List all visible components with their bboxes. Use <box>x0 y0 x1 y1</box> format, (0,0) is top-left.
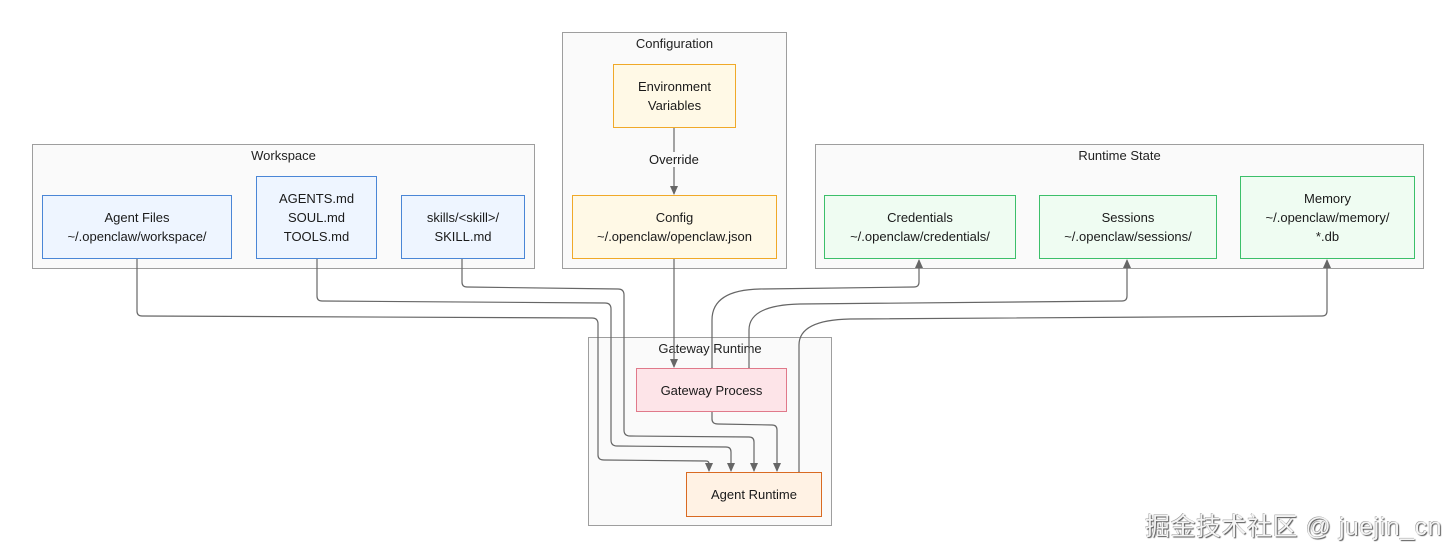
watermark: 掘金技术社区 @ juejin_cn <box>1145 513 1442 541</box>
group-title-gateway-runtime: Gateway Runtime <box>658 341 762 356</box>
node-text: *.db <box>1315 229 1340 244</box>
node-text: TOOLS.md <box>283 229 350 244</box>
node-text: Sessions <box>1101 210 1155 225</box>
node-text: Agent Runtime <box>711 487 797 502</box>
node-config[interactable]: Config ~/.openclaw/openclaw.json <box>572 195 777 259</box>
group-title-runtime-state: Runtime State <box>1078 148 1161 163</box>
node-skills[interactable]: skills/<skill>/ SKILL.md <box>401 195 525 259</box>
node-text: SOUL.md <box>287 210 346 225</box>
node-text: Config <box>655 210 694 225</box>
edge-agent-memory <box>795 259 1331 479</box>
node-text: SKILL.md <box>434 229 492 244</box>
node-agent-files[interactable]: Agent Files ~/.openclaw/workspace/ <box>42 195 232 259</box>
node-text: Memory <box>1304 191 1351 206</box>
node-text: skills/<skill>/ <box>426 210 500 225</box>
node-text: Environment <box>638 79 711 94</box>
node-agents-md[interactable]: AGENTS.md SOUL.md TOOLS.md <box>256 176 377 259</box>
node-text: Credentials <box>887 210 953 225</box>
node-text: ~/.openclaw/memory/ <box>1265 210 1390 225</box>
group-title-configuration: Configuration <box>635 36 714 51</box>
node-memory[interactable]: Memory ~/.openclaw/memory/ *.db <box>1240 176 1415 259</box>
node-credentials[interactable]: Credentials ~/.openclaw/credentials/ <box>824 195 1016 259</box>
node-text: Variables <box>647 98 702 113</box>
node-text: ~/.openclaw/openclaw.json <box>596 229 753 244</box>
node-gateway-process[interactable]: Gateway Process <box>636 368 787 412</box>
node-text: Gateway Process <box>660 382 763 398</box>
node-text: ~/.openclaw/sessions/ <box>1064 229 1192 244</box>
node-text: Agent Files <box>104 210 170 225</box>
node-sessions[interactable]: Sessions ~/.openclaw/sessions/ <box>1039 195 1217 259</box>
group-title-workspace: Workspace <box>251 148 316 163</box>
node-agent-runtime[interactable]: Agent Runtime <box>686 472 822 517</box>
node-text: ~/.openclaw/credentials/ <box>850 229 990 244</box>
node-environment-variables[interactable]: Environment Variables <box>613 64 736 128</box>
node-text: AGENTS.md <box>278 191 355 206</box>
edge-label-override: Override <box>647 152 701 167</box>
node-text: ~/.openclaw/workspace/ <box>67 229 207 244</box>
